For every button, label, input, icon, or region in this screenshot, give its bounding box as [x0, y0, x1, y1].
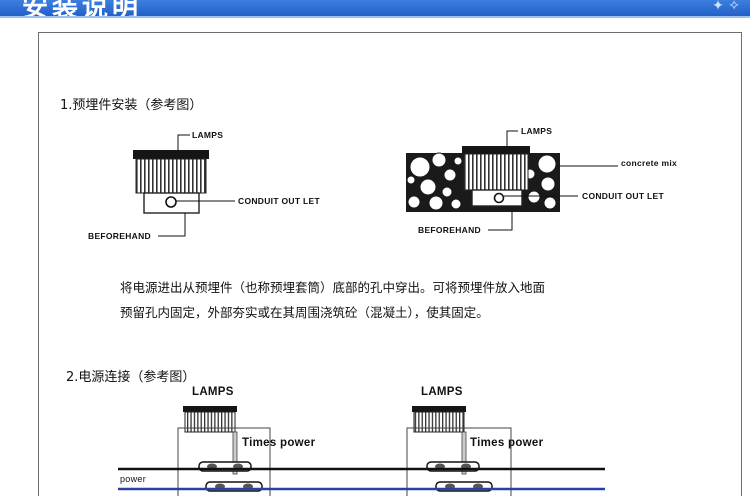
s2-right-lamps-label: LAMPS: [421, 386, 463, 398]
s1-left-beforehand-label: BEFOREHAND: [88, 231, 151, 241]
s2-right-times-power-label: Times power: [470, 437, 544, 449]
s1-right-lamps-label: LAMPS: [521, 126, 553, 136]
concrete-block-s1: [406, 146, 560, 212]
s1-description-line2: 预留孔内固定，外部夯实或在其周围浇筑砼（混凝土），使其固定。: [120, 305, 489, 320]
section1-title: 1.预埋件安装（参考图）: [60, 98, 203, 113]
s1-left-conduit-label: CONDUIT OUT LET: [238, 196, 320, 206]
s2-power-label: power: [120, 474, 147, 484]
s1-right-conduit-label: CONDUIT OUT LET: [582, 191, 664, 201]
header-banner: 安装说明 ✦ ✧: [0, 0, 750, 18]
lamp-left-s2: [177, 406, 271, 496]
s1-right-beforehand-label: BEFOREHAND: [418, 225, 481, 235]
lamp-right-s2: [406, 406, 512, 496]
s2-left-times-power-label: Times power: [242, 437, 316, 449]
s1-left-lamps-label: LAMPS: [192, 130, 224, 140]
lamp-left-s1: [133, 150, 209, 214]
banner-sparkle-icon: ✦ ✧: [712, 0, 740, 14]
banner-stripe: [0, 16, 750, 18]
content-frame: [38, 32, 742, 496]
s2-left-lamps-label: LAMPS: [192, 386, 234, 398]
s1-description-line1: 将电源进出从预埋件（也称预埋套筒）底部的孔中穿出。可将预埋件放入地面: [120, 280, 546, 295]
section2-title: 2.电源连接（参考图）: [66, 370, 196, 385]
banner-title: 安装说明: [22, 0, 143, 18]
s1-right-concrete-label: concrete mix: [621, 158, 678, 168]
